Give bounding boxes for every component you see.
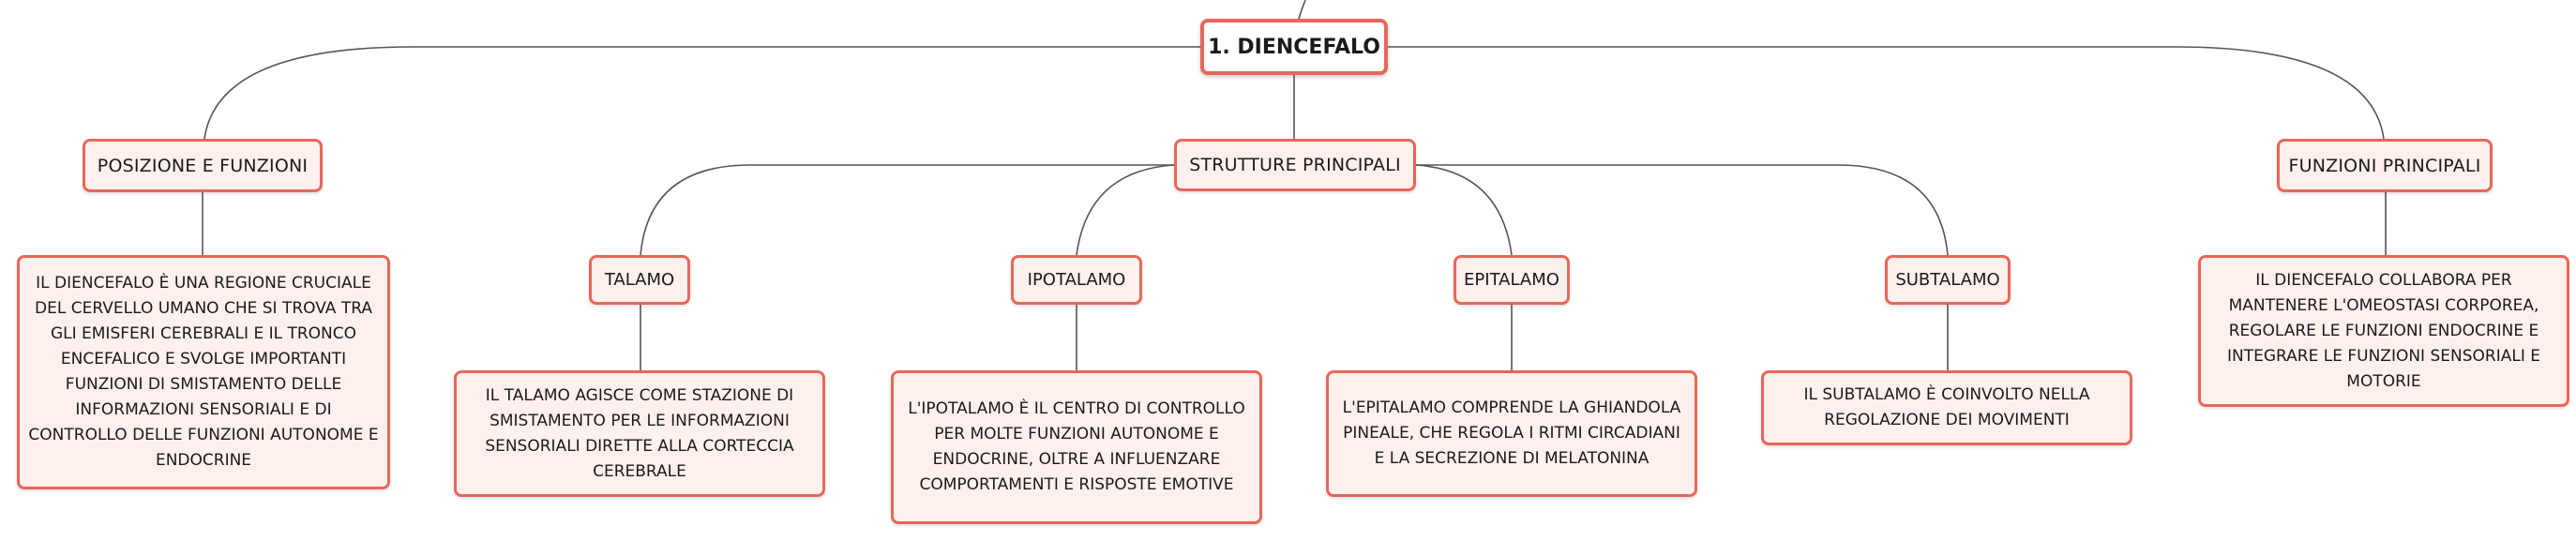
node-talamo-text[interactable]: IL TALAMO AGISCE COME STAZIONE DI SMISTA… bbox=[454, 370, 825, 497]
node-text: L'IPOTALAMO È IL CENTRO DI CONTROLLO PER… bbox=[908, 399, 1245, 494]
node-funzioni-text[interactable]: IL DIENCEFALO COLLABORA PER MANTENERE L'… bbox=[2198, 255, 2569, 407]
node-ipotalamo-text[interactable]: L'IPOTALAMO È IL CENTRO DI CONTROLLO PER… bbox=[891, 370, 1262, 524]
root-label: 1. DIENCEFALO bbox=[1208, 35, 1380, 59]
edge-root-funzioni bbox=[1388, 46, 2385, 140]
edge-strutture-talamo bbox=[640, 164, 1174, 256]
node-strutture-principali[interactable]: STRUTTURE PRINCIPALI bbox=[1174, 139, 1416, 191]
node-epitalamo[interactable]: EPITALAMO bbox=[1454, 255, 1570, 305]
node-text: IL TALAMO AGISCE COME STAZIONE DI SMISTA… bbox=[485, 385, 794, 481]
edge-strutture-ipotalamo bbox=[1076, 164, 1175, 256]
node-subtalamo-text[interactable]: IL SUBTALAMO È COINVOLTO NELLA REGOLAZIO… bbox=[1761, 370, 2132, 445]
node-text: IL DIENCEFALO COLLABORA PER MANTENERE L'… bbox=[2227, 270, 2540, 391]
node-label: TALAMO bbox=[604, 270, 675, 290]
edge-incoming bbox=[1298, 0, 1306, 20]
node-posizione-e-funzioni[interactable]: POSIZIONE E FUNZIONI bbox=[83, 139, 323, 192]
node-subtalamo[interactable]: SUBTALAMO bbox=[1885, 255, 2011, 305]
node-label: STRUTTURE PRINCIPALI bbox=[1189, 155, 1401, 175]
node-label: EPITALAMO bbox=[1464, 270, 1559, 290]
node-epitalamo-text[interactable]: L'EPITALAMO COMPRENDE LA GHIANDOLA PINEA… bbox=[1326, 370, 1697, 497]
node-text: L'EPITALAMO COMPRENDE LA GHIANDOLA PINEA… bbox=[1342, 398, 1681, 468]
edge-strutture-subtalamo bbox=[1416, 164, 1949, 256]
node-text: IL SUBTALAMO È COINVOLTO NELLA REGOLAZIO… bbox=[1803, 385, 2090, 429]
node-text: IL DIENCEFALO È UNA REGIONE CRUCIALE DEL… bbox=[28, 274, 379, 470]
node-label: POSIZIONE E FUNZIONI bbox=[97, 155, 309, 176]
edge-strutture-epitalamo bbox=[1415, 164, 1513, 256]
node-ipotalamo[interactable]: IPOTALAMO bbox=[1011, 255, 1142, 305]
node-label: FUNZIONI PRINCIPALI bbox=[2288, 155, 2481, 176]
node-talamo[interactable]: TALAMO bbox=[589, 255, 690, 305]
node-funzioni-principali[interactable]: FUNZIONI PRINCIPALI bbox=[2277, 139, 2493, 192]
node-label: IPOTALAMO bbox=[1027, 270, 1126, 290]
node-posizione-text[interactable]: IL DIENCEFALO È UNA REGIONE CRUCIALE DEL… bbox=[17, 255, 390, 489]
root-node[interactable]: 1. DIENCEFALO bbox=[1200, 19, 1388, 75]
node-label: SUBTALAMO bbox=[1895, 270, 2000, 290]
edge-root-posizione bbox=[203, 46, 1200, 140]
